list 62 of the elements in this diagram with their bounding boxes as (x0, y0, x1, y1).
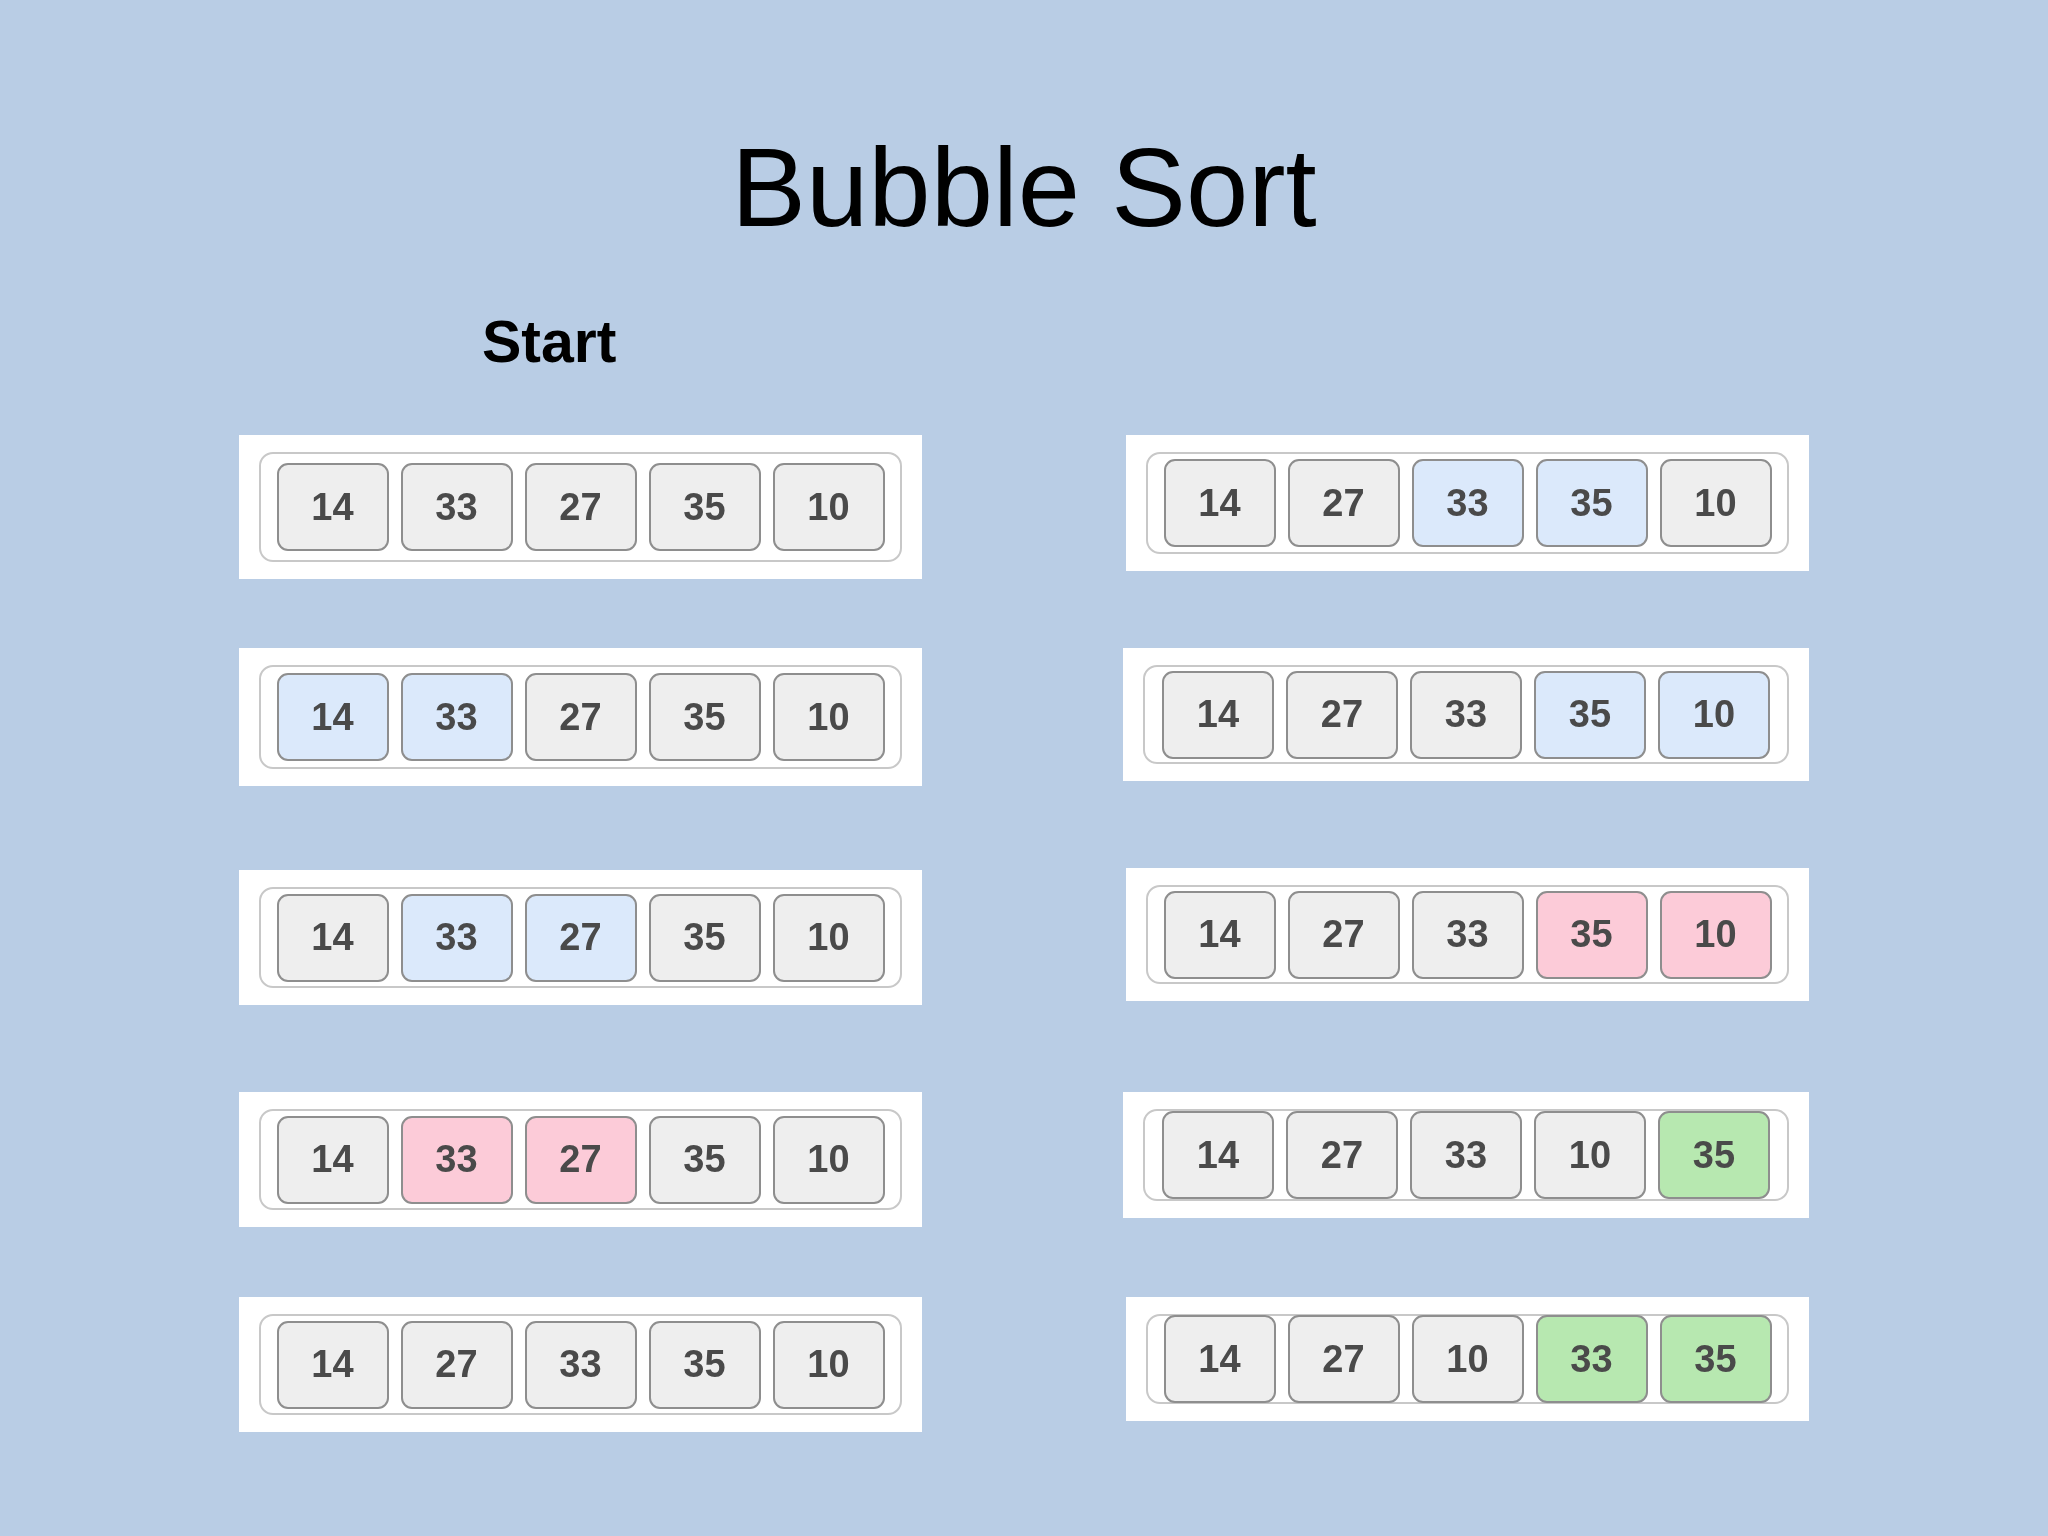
value-cell: 27 (1286, 1111, 1398, 1199)
value-cell: 14 (276, 1320, 389, 1409)
value-cell: 33 (1411, 459, 1524, 547)
value-cell: 10 (1534, 1111, 1646, 1199)
value-cell: 35 (1659, 1315, 1772, 1403)
value-cell: 35 (648, 463, 761, 551)
slide-title: Bubble Sort (731, 132, 1317, 244)
value-cell: 10 (772, 1320, 885, 1409)
value-cell: 14 (1163, 459, 1276, 547)
value-cell: 14 (276, 1115, 389, 1204)
value-cell: 10 (1659, 459, 1772, 547)
value-cell: 35 (648, 673, 761, 761)
step-label: Start (482, 313, 617, 372)
array-panel (1123, 1092, 1809, 1218)
value-cell: 35 (648, 1115, 761, 1204)
value-cell: 33 (400, 1115, 513, 1204)
value-cell: 27 (524, 463, 637, 551)
value-cell: 10 (1658, 670, 1770, 759)
value-cell: 14 (276, 463, 389, 551)
value-cell: 14 (1163, 1315, 1276, 1403)
value-cell: 35 (1535, 890, 1648, 979)
value-cell: 14 (1162, 670, 1274, 759)
value-cell: 35 (648, 1320, 761, 1409)
value-cell: 14 (1163, 890, 1276, 979)
value-cell: 27 (524, 893, 637, 982)
value-cell: 10 (1659, 890, 1772, 979)
value-cell: 35 (1534, 670, 1646, 759)
array-panel (239, 648, 922, 786)
value-cell: 35 (648, 893, 761, 982)
value-cell: 10 (772, 893, 885, 982)
value-cell: 35 (1535, 459, 1648, 547)
value-cell: 14 (1162, 1111, 1274, 1199)
value-cell: 10 (1411, 1315, 1524, 1403)
array-panel (239, 1297, 922, 1432)
array-panel (1123, 648, 1809, 781)
value-cell: 10 (772, 673, 885, 761)
value-cell: 33 (1411, 890, 1524, 979)
value-cell: 27 (400, 1320, 513, 1409)
value-cell: 14 (276, 893, 389, 982)
value-cell: 33 (400, 673, 513, 761)
array-panel (1126, 1297, 1809, 1421)
value-cell: 27 (1286, 670, 1398, 759)
value-cell: 27 (1287, 1315, 1400, 1403)
value-cell: 27 (524, 673, 637, 761)
array-panel (1126, 868, 1809, 1001)
value-cell: 33 (1535, 1315, 1648, 1403)
value-cell: 10 (772, 1115, 885, 1204)
array-panel (239, 1092, 922, 1227)
value-cell: 33 (524, 1320, 637, 1409)
value-cell: 27 (1287, 459, 1400, 547)
value-cell: 27 (524, 1115, 637, 1204)
array-panel (239, 435, 922, 579)
value-cell: 14 (276, 673, 389, 761)
value-cell: 35 (1658, 1111, 1770, 1199)
value-cell: 33 (1410, 670, 1522, 759)
value-cell: 33 (400, 463, 513, 551)
value-cell: 27 (1287, 890, 1400, 979)
array-panel (239, 870, 922, 1005)
value-cell: 33 (400, 893, 513, 982)
value-cell: 10 (772, 463, 885, 551)
value-cell: 33 (1410, 1111, 1522, 1199)
array-panel (1126, 435, 1809, 571)
